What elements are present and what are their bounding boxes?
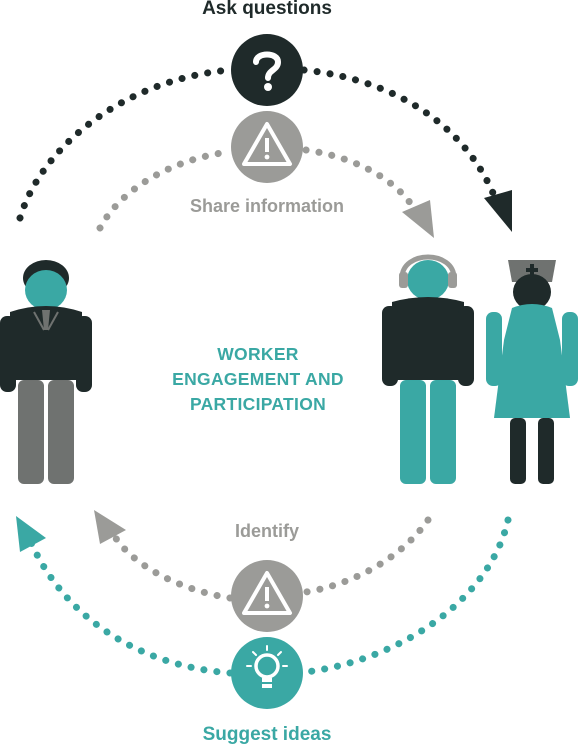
worker-headphones-figure bbox=[382, 254, 474, 484]
center-title: WORKER ENGAGEMENT AND PARTICIPATION bbox=[130, 342, 386, 417]
share-information-label: Share information bbox=[189, 196, 345, 216]
center-title-line: WORKER bbox=[217, 344, 299, 364]
suggest-ideas-label: Suggest ideas bbox=[202, 724, 332, 745]
suggest-ideas-arc bbox=[16, 516, 512, 677]
identify-arc bbox=[94, 510, 432, 602]
arrowhead-icon bbox=[484, 190, 512, 232]
center-title-line: PARTICIPATION bbox=[189, 394, 327, 414]
warning-icon bbox=[231, 560, 303, 632]
arrowhead-icon bbox=[16, 516, 46, 552]
center-title-line: ENGAGEMENT AND bbox=[172, 369, 344, 389]
warning-icon bbox=[231, 111, 303, 183]
ask-questions-label: Ask questions bbox=[202, 0, 332, 19]
ask-questions-arc bbox=[16, 66, 512, 232]
question-icon bbox=[231, 34, 303, 106]
lightbulb-icon bbox=[231, 637, 303, 709]
arrowhead-icon bbox=[402, 200, 434, 238]
identify-label: Identify bbox=[234, 521, 299, 541]
share-information-arc bbox=[96, 146, 434, 238]
nurse-figure bbox=[486, 260, 578, 484]
manager-figure bbox=[0, 260, 92, 484]
arrowhead-icon bbox=[94, 510, 126, 544]
